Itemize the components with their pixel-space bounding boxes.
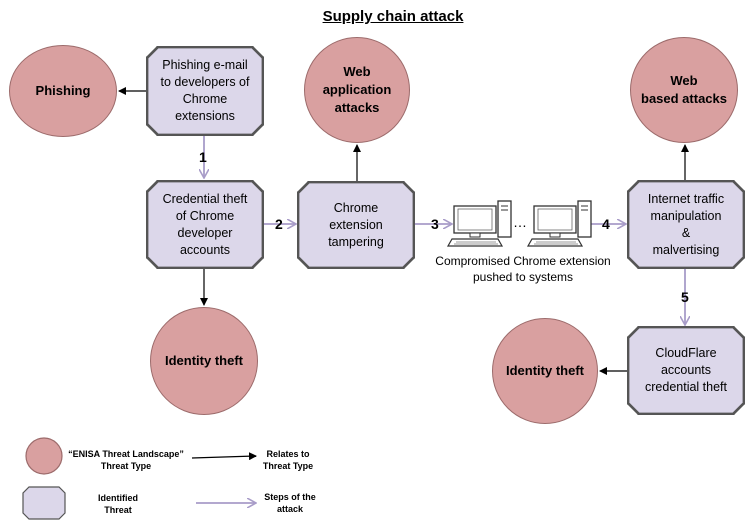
threat-type-phishing: Phishing <box>9 45 117 137</box>
step-number-1: 1 <box>199 149 207 165</box>
systems-caption: Compromised Chrome extension pushed to s… <box>435 254 611 284</box>
legend-threat-type-swatch <box>25 437 63 475</box>
identified-threat-traffic-manipulation: Internet traffic manipulation & malverti… <box>627 180 745 269</box>
legend-steps-label: Steps of the attack <box>264 492 316 514</box>
identified-threat-phishing-email: Phishing e-mail to developers of Chrome … <box>146 46 264 136</box>
threat-type-web-application-attacks-label: Web application attacks <box>322 64 392 115</box>
legend-relates-arrow <box>191 452 257 461</box>
legend-relates-label: Relates to Threat Type <box>262 449 314 471</box>
step-number-5: 5 <box>681 289 689 305</box>
legend-threat-type-label: “ENISA Threat Landscape” Threat Type <box>68 449 184 471</box>
identified-threat-traffic-manipulation-label: Internet traffic manipulation & malverti… <box>647 191 725 257</box>
identified-threat-cloudflare-theft-label: CloudFlare accounts credential theft <box>645 346 727 394</box>
threat-type-identity-theft-right: Identity theft <box>492 318 598 424</box>
threat-type-web-application-attacks: Web application attacks <box>304 37 410 143</box>
threat-type-phishing-label: Phishing <box>35 83 91 98</box>
threat-type-web-based-attacks: Web based attacks <box>630 37 738 143</box>
step-number-4: 4 <box>602 216 610 232</box>
threat-type-web-based-attacks-label: Web based attacks <box>641 73 727 106</box>
identified-threat-extension-tampering: Chrome extension tampering <box>297 181 415 269</box>
identified-threat-credential-theft: Credential theft of Chrome developer acc… <box>146 180 264 269</box>
systems-ellipsis: … <box>513 214 527 230</box>
computer-icon <box>446 200 512 247</box>
step-number-3: 3 <box>431 216 439 232</box>
diagram-title: Supply chain attack <box>322 8 464 25</box>
identified-threat-extension-tampering-label: Chrome extension tampering <box>328 200 384 249</box>
identified-threat-phishing-email-label: Phishing e-mail to developers of Chrome … <box>160 58 250 123</box>
threat-type-identity-theft-left: Identity theft <box>150 307 258 415</box>
threat-type-identity-theft-right-label: Identity theft <box>506 363 584 378</box>
step-number-2: 2 <box>275 216 283 232</box>
computer-icon <box>526 200 592 247</box>
legend-identified-threat-swatch <box>22 486 66 520</box>
identified-threat-credential-theft-label: Credential theft of Chrome developer acc… <box>162 191 248 257</box>
threat-type-identity-theft-left-label: Identity theft <box>165 353 243 368</box>
legend-identified-threat-label: Identified Threat <box>98 493 138 515</box>
identified-threat-cloudflare-theft: CloudFlare accounts credential theft <box>627 326 745 415</box>
